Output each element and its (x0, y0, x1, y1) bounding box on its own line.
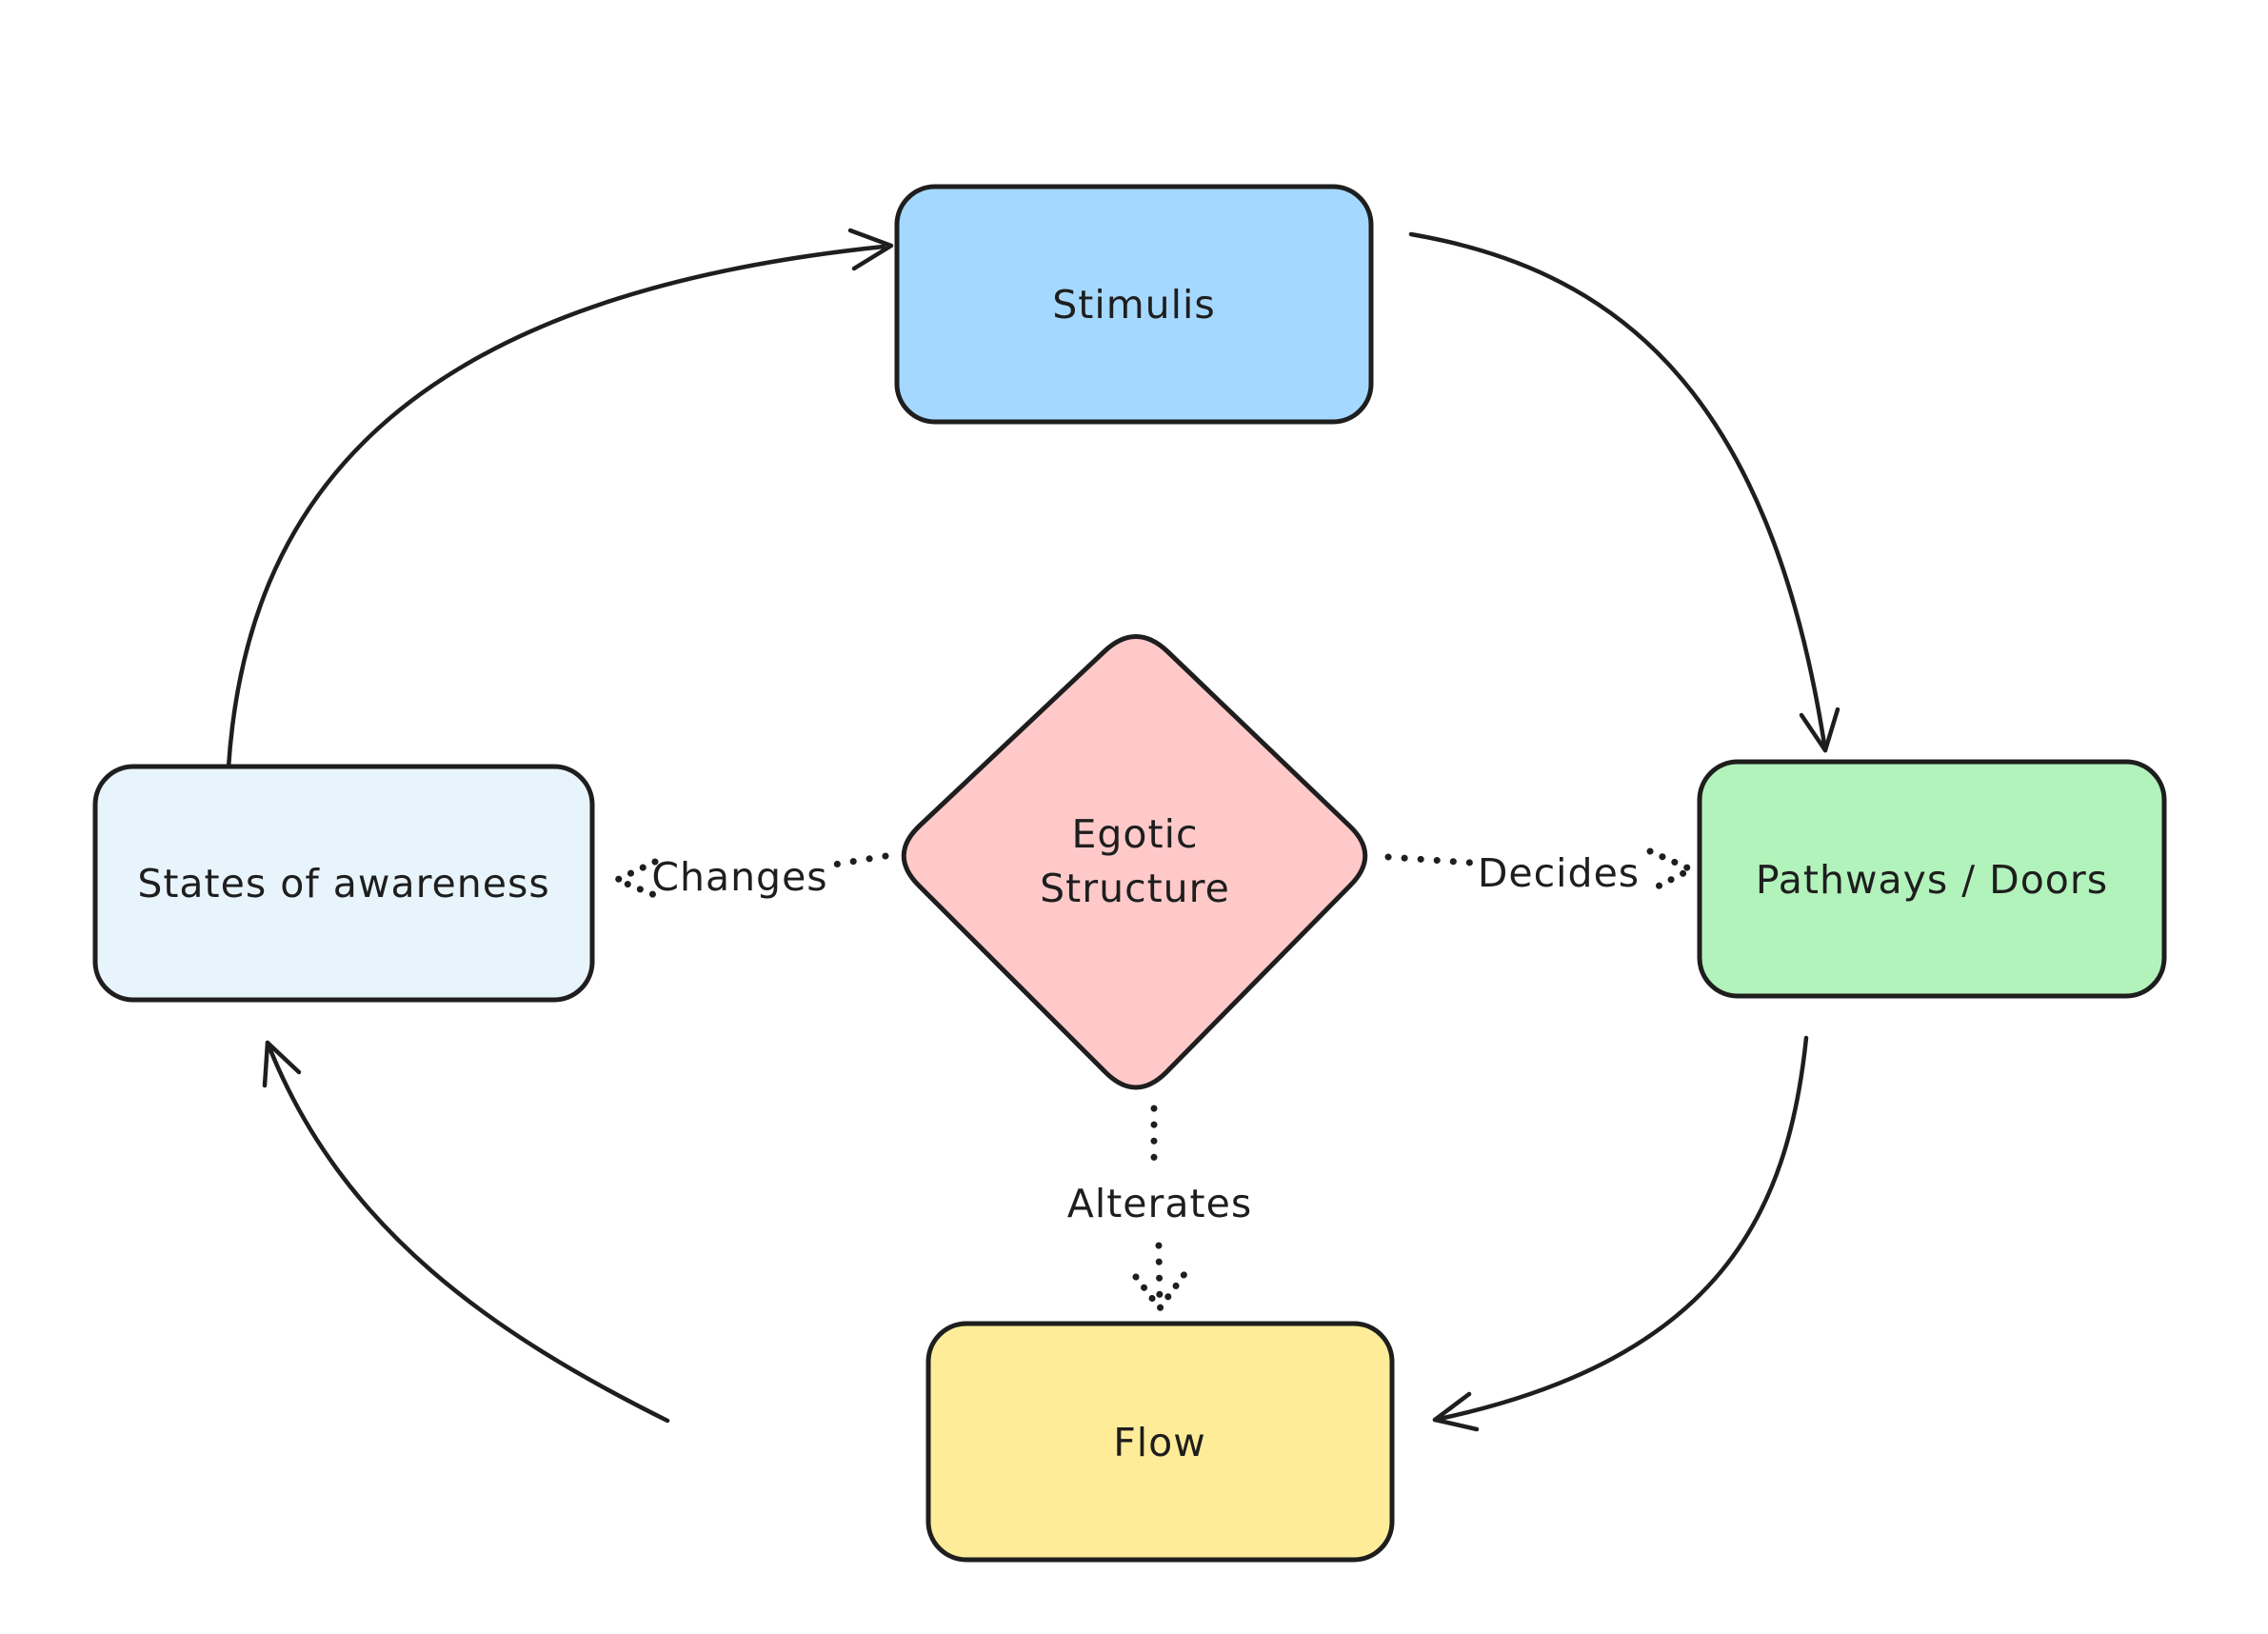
node-states-of-awareness-shape (92, 764, 595, 1003)
edge-flow-to-states-line (265, 1040, 670, 1424)
node-flow-label: Flow (1113, 1420, 1206, 1465)
arrowhead-icon (847, 228, 894, 271)
nodes: Stimulis States of awareness Pathways / … (92, 184, 2167, 1563)
edge-egotic-to-states (613, 852, 889, 900)
node-flow: Flow (925, 1321, 1395, 1563)
arrowhead-icon (262, 1040, 302, 1088)
edge-egotic-to-flow (1132, 1105, 1188, 1312)
dotted-connectors (613, 847, 1695, 1312)
dotted-arrowhead-icon (1646, 847, 1695, 892)
dotted-line (825, 852, 889, 869)
solid-arrows (226, 228, 1840, 1432)
edge-flow-to-states (262, 1040, 670, 1424)
node-flow-shape (925, 1321, 1395, 1563)
edge-stimulis-to-pathways (1408, 231, 1840, 753)
edge-egotic-to-pathways (1384, 847, 1695, 892)
edge-pathways-to-flow (1432, 1035, 1809, 1432)
edge-pathways-to-flow-line (1432, 1035, 1809, 1423)
arrowhead-icon (1432, 1391, 1480, 1432)
edge-stimulis-to-pathways-line (1408, 231, 1828, 753)
node-stimulis-shape (894, 184, 1374, 425)
node-pathways-doors-label: Pathways / Doors (1756, 857, 2108, 903)
node-pathways-doors-shape (1697, 759, 2167, 999)
edge-label-decides: Decides (1478, 850, 1640, 896)
arrowhead-icon (1799, 707, 1840, 753)
dotted-arrowhead-icon (613, 858, 661, 900)
node-states-of-awareness-label: States of awareness (137, 861, 549, 907)
node-egotic-structure-shape (901, 634, 1368, 1090)
dotted-arrowhead-icon (1132, 1270, 1188, 1312)
node-egotic-structure: Egotic Structure (901, 634, 1368, 1090)
dotted-line (1384, 853, 1475, 867)
edge-labels: Changes Decides Alterates (651, 850, 1640, 1226)
edge-label-alterates: Alterates (1067, 1181, 1252, 1226)
node-stimulis: Stimulis (894, 184, 1374, 425)
node-stimulis-label: Stimulis (1052, 282, 1216, 328)
edge-label-changes: Changes (651, 854, 827, 900)
edge-states-to-stimulis (226, 228, 894, 770)
node-states-of-awareness: States of awareness (92, 764, 595, 1003)
node-egotic-structure-label-line1: Egotic (1071, 811, 1198, 857)
dotted-line (1155, 1242, 1164, 1306)
node-egotic-structure-label-line2: Structure (1040, 866, 1230, 911)
edge-states-to-stimulis-line (226, 244, 886, 770)
node-pathways-doors: Pathways / Doors (1697, 759, 2167, 999)
